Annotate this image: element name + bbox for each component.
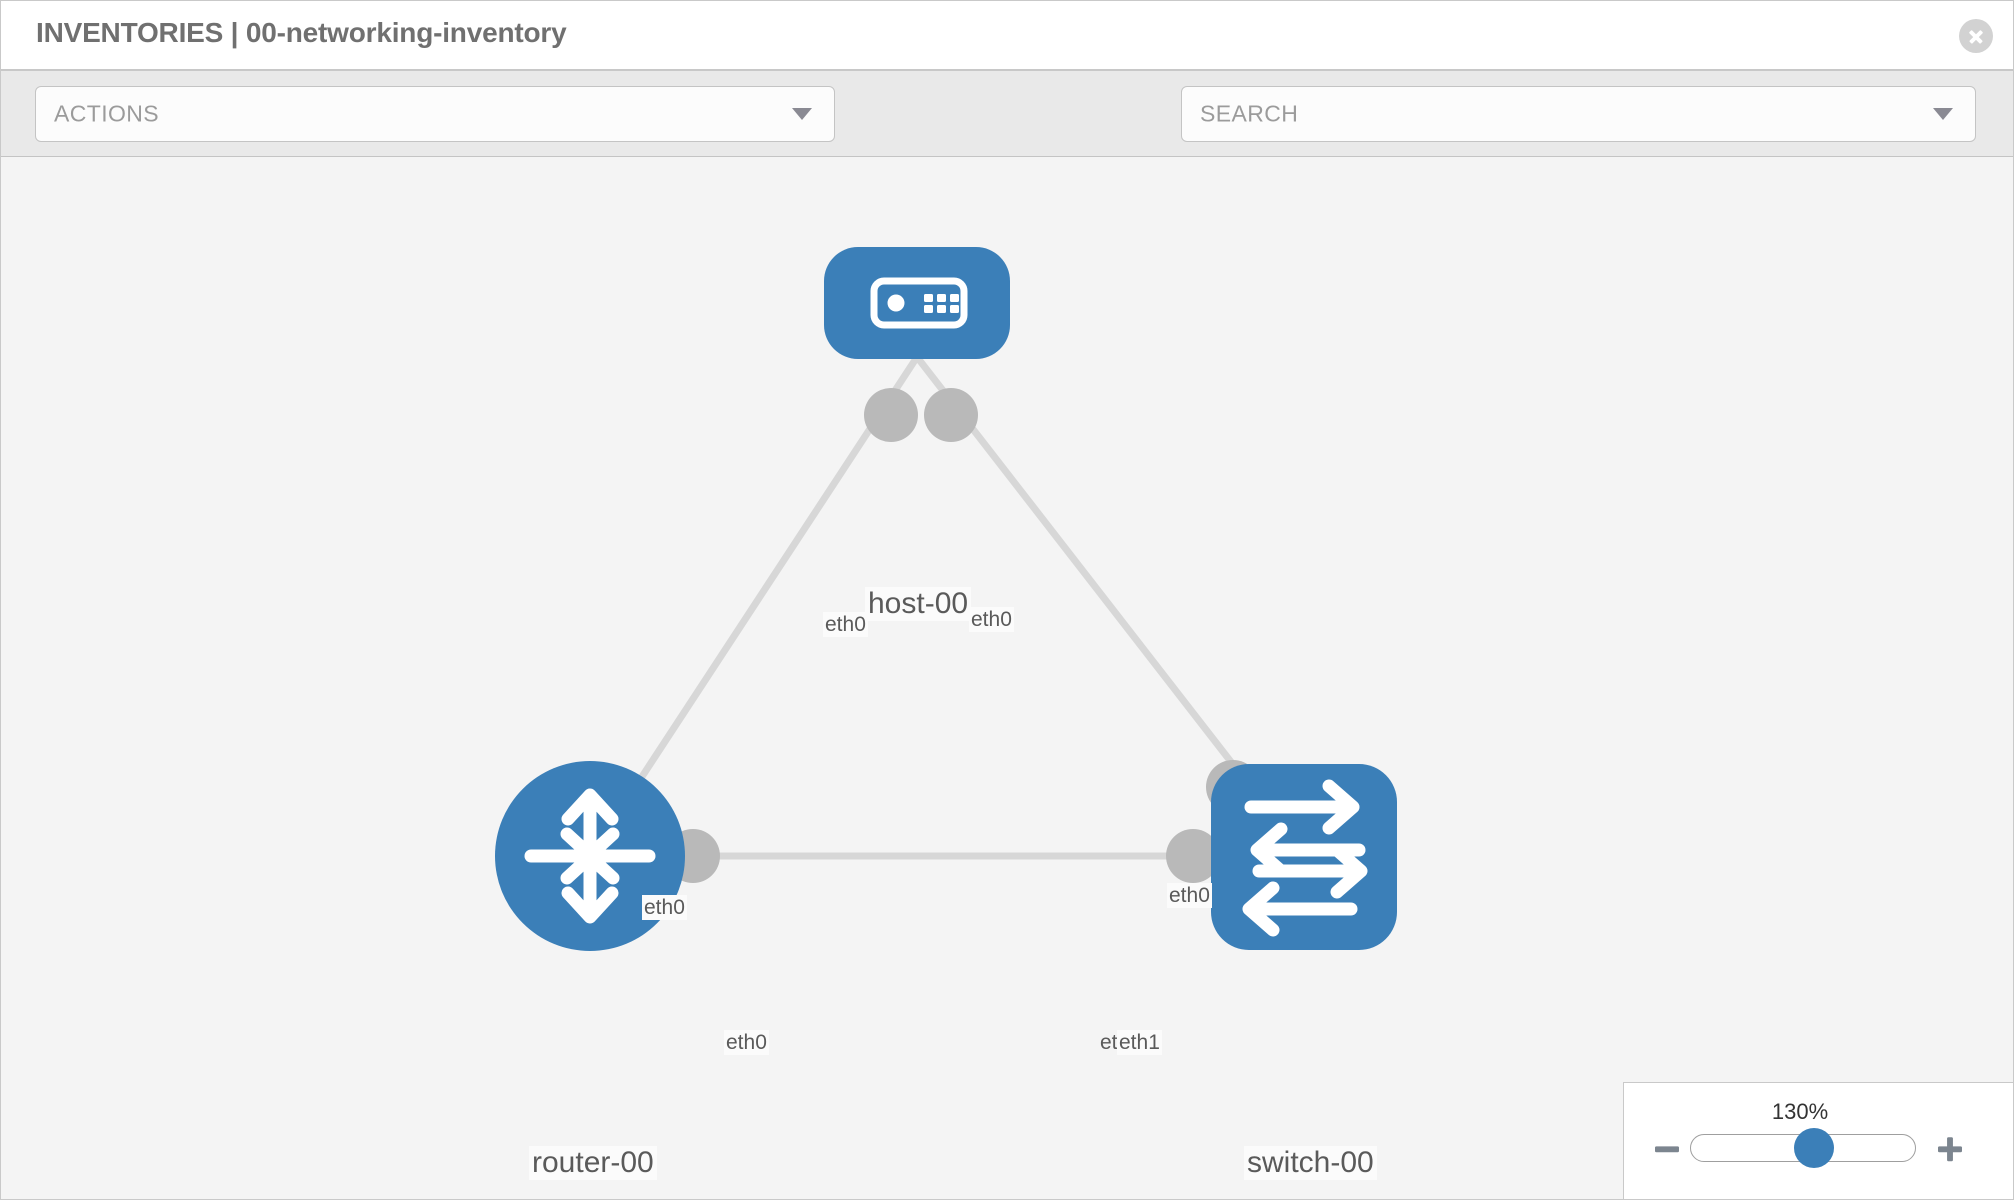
actions-dropdown-label: ACTIONS: [54, 100, 160, 127]
edge-label-host-right: eth0: [969, 607, 1014, 632]
zoom-control: 130%: [1623, 1082, 2013, 1199]
port-switch-left: [1166, 829, 1220, 883]
server-appliance-icon: [870, 277, 968, 329]
close-icon[interactable]: [1959, 19, 1993, 53]
port-host-left: [864, 388, 918, 442]
router-arrows-icon: [524, 788, 656, 924]
node-switch-00: [1211, 764, 1397, 950]
search-input[interactable]: SEARCH: [1181, 86, 1976, 142]
node-label-host-00: host-00: [865, 587, 972, 621]
node-label-router-00: router-00: [529, 1146, 657, 1180]
edge-label-switch-left-b: eth1: [1117, 1030, 1162, 1055]
minus-icon[interactable]: [1651, 1133, 1683, 1170]
toolbar: ACTIONS SEARCH: [1, 71, 2013, 203]
edge-label-router-right: eth0: [724, 1030, 769, 1055]
page-title: INVENTORIES | 00-networking-inventory: [36, 17, 567, 48]
plus-icon[interactable]: [1934, 1133, 1966, 1170]
actions-dropdown[interactable]: ACTIONS: [35, 86, 835, 142]
node-host-00: [824, 247, 1010, 359]
node-label-switch-00: switch-00: [1244, 1146, 1377, 1180]
chevron-down-icon: [1933, 108, 1953, 120]
search-input-value: SEARCH: [1200, 100, 1299, 127]
chevron-down-icon: [792, 108, 812, 120]
node-router-00: [495, 761, 685, 951]
edge-label-router-up: eth0: [642, 895, 687, 920]
edge-router-host: [587, 355, 920, 858]
edge-label-host-left: eth0: [823, 612, 868, 637]
port-host-right: [924, 388, 978, 442]
switch-arrows-icon: [1242, 779, 1368, 937]
topology-canvas[interactable]: eth0 eth0 eth0 eth0 eth0 eth eth1 host-0…: [1, 157, 2013, 1199]
topology-graph: [495, 247, 1397, 951]
port-group: [666, 388, 1260, 883]
zoom-slider-thumb[interactable]: [1794, 1128, 1834, 1168]
window-header: INVENTORIES | 00-networking-inventory: [1, 1, 2013, 71]
zoom-percent-label: 130%: [1771, 1099, 1829, 1124]
edge-label-switch-up: eth0: [1167, 883, 1212, 908]
